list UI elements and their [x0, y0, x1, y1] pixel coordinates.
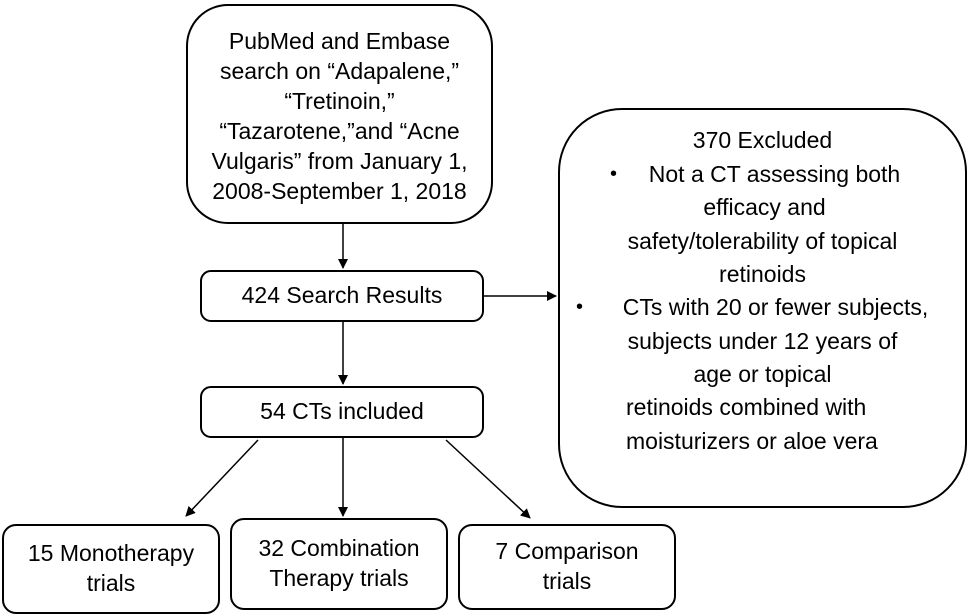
- exclusion-line: efficacy and: [703, 194, 826, 221]
- search-line: search on “Adapalene,”: [219, 58, 460, 85]
- search-line: 2008-September 1, 2018: [212, 177, 467, 204]
- combination-trials-box: 32 Combination Therapy trials: [230, 518, 448, 610]
- arrow-included-to-comp: [445, 439, 531, 519]
- monotherapy-trials-box: 15 Monotherapy trials: [2, 524, 220, 614]
- outcome-line: 15 Monotherapy: [27, 540, 195, 567]
- outcome-line: 7 Comparison: [495, 538, 639, 565]
- exclusion-reason-2: • CTs with 20 or fewer subjects, subject…: [560, 291, 965, 458]
- excluded-box: 370 Excluded • Not a CT assessing both e…: [558, 108, 967, 508]
- bullet-icon: •: [610, 162, 618, 185]
- exclusion-line: CTs with 20 or fewer subjects,: [622, 294, 929, 321]
- included-box: 54 CTs included: [200, 386, 484, 438]
- search-line: “Tretinoin,”: [284, 88, 395, 115]
- search-strategy-box: PubMed and Embase search on “Adapalene,”…: [186, 4, 493, 224]
- search-results-box: 424 Search Results: [200, 270, 484, 322]
- bullet-icon: •: [576, 296, 584, 319]
- outcome-line: trials: [86, 570, 136, 596]
- exclusion-line: Not a CT assessing both: [648, 160, 901, 187]
- exclusion-line: safety/tolerability of topical: [627, 227, 898, 254]
- arrow-included-to-mono: [185, 439, 259, 517]
- comparison-trials-box: 7 Comparison trials: [458, 524, 676, 610]
- exclusion-line: retinoids: [719, 260, 806, 287]
- search-line: PubMed and Embase: [228, 28, 451, 55]
- search-line: Vulgaris” from January 1,: [211, 147, 468, 174]
- outcome-line: Therapy trials: [269, 565, 409, 591]
- exclusion-line: subjects under 12 years of: [627, 327, 898, 354]
- exclusion-line: retinoids combined with: [626, 394, 867, 421]
- excluded-title: 370 Excluded: [692, 127, 833, 153]
- exclusion-line: moisturizers or aloe vera: [626, 427, 878, 454]
- outcome-line: trials: [542, 568, 592, 594]
- exclusion-line: age or topical: [693, 360, 832, 387]
- included-label: 54 CTs included: [260, 398, 424, 425]
- outcome-line: 32 Combination: [258, 535, 420, 562]
- search-line: “Tazarotene,”and “Acne: [219, 118, 460, 144]
- exclusion-reason-1: • Not a CT assessing both efficacy and s…: [560, 158, 965, 291]
- search-results-label: 424 Search Results: [241, 282, 443, 309]
